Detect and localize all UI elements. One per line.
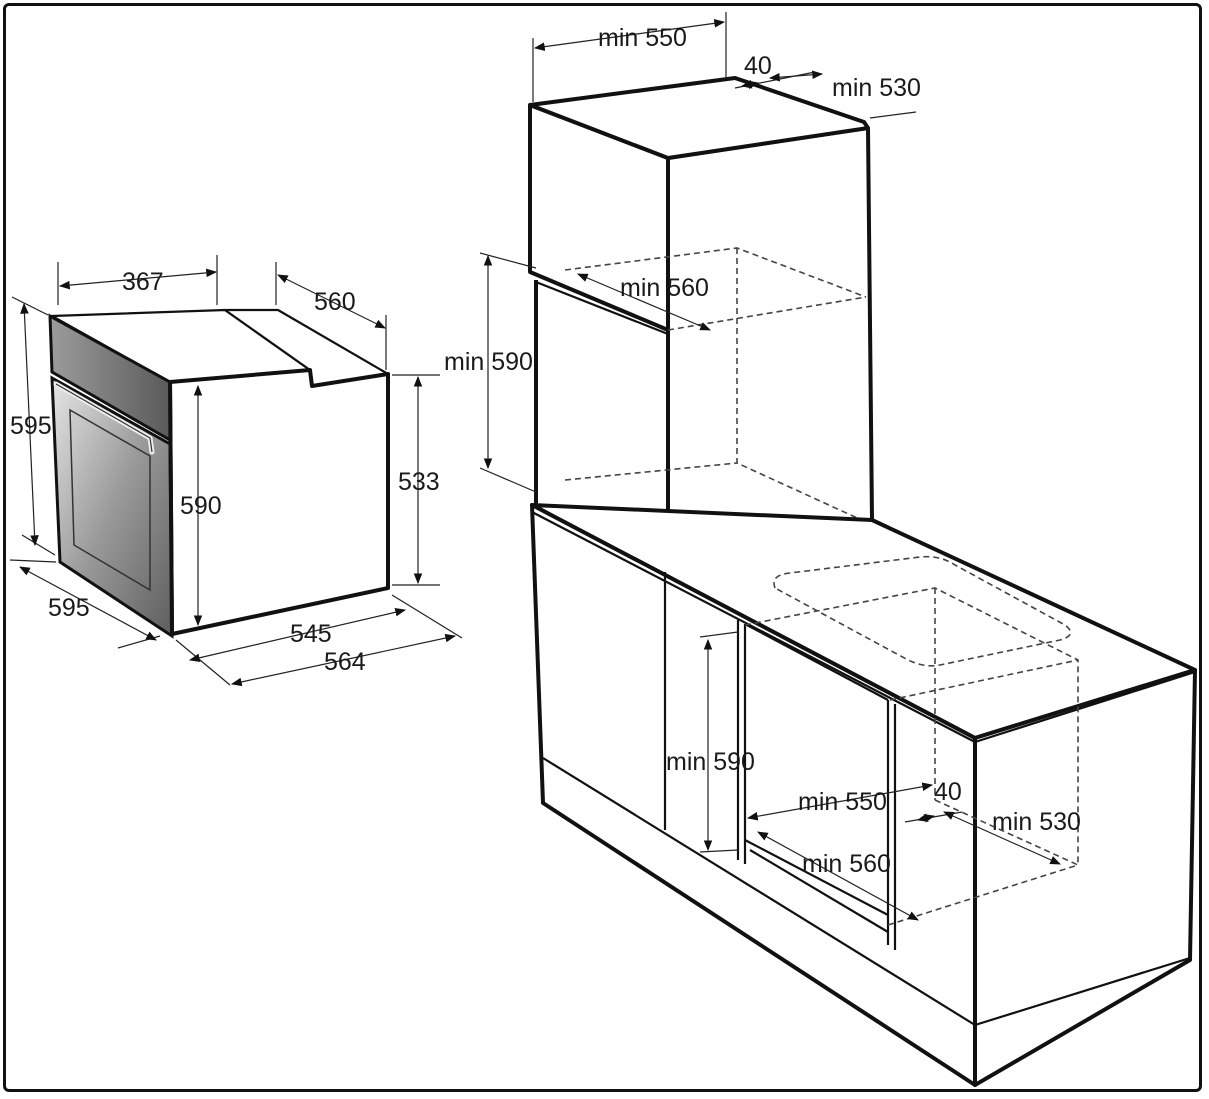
label-front-height: 595: [10, 412, 52, 440]
label-tall-top-gap: 40: [744, 52, 772, 80]
label-total-depth: 564: [324, 648, 366, 676]
oven-drawing: [48, 308, 390, 639]
label-top-depth: 560: [314, 288, 356, 316]
label-base-niche-height: min 590: [666, 748, 755, 776]
label-tall-top-depth: min 530: [832, 74, 921, 102]
label-tall-niche-height: min 590: [444, 348, 533, 376]
label-front-width: 595: [48, 594, 90, 622]
base-cabinet-dimension-lines: [699, 631, 1061, 921]
base-cabinet-labels: min 590 min 550 40 min 530 min 560: [666, 748, 1081, 878]
label-base-niche-depth: min 560: [802, 850, 891, 878]
tall-cabinet-dimension-lines: [479, 12, 917, 493]
oven-dimension-lines: [9, 255, 463, 687]
label-tall-top-width: min 550: [598, 24, 687, 52]
label-tall-niche-depth: min 560: [620, 274, 709, 302]
diagram-frame: [3, 3, 1202, 1092]
oven-labels: 367 560 595 590 533 595 545 564: [10, 268, 440, 676]
label-side-height: 590: [180, 492, 222, 520]
label-base-depth: min 530: [992, 808, 1081, 836]
tall-cabinet-labels: min 550 40 min 530 min 590 min 560: [444, 24, 921, 376]
label-body-depth: 545: [290, 620, 332, 648]
tall-cabinet-drawing: [528, 76, 874, 562]
label-top-width: 367: [122, 268, 164, 296]
label-base-niche-width: min 550: [798, 788, 887, 816]
label-back-height: 533: [398, 468, 440, 496]
label-base-gap: 40: [934, 778, 962, 806]
